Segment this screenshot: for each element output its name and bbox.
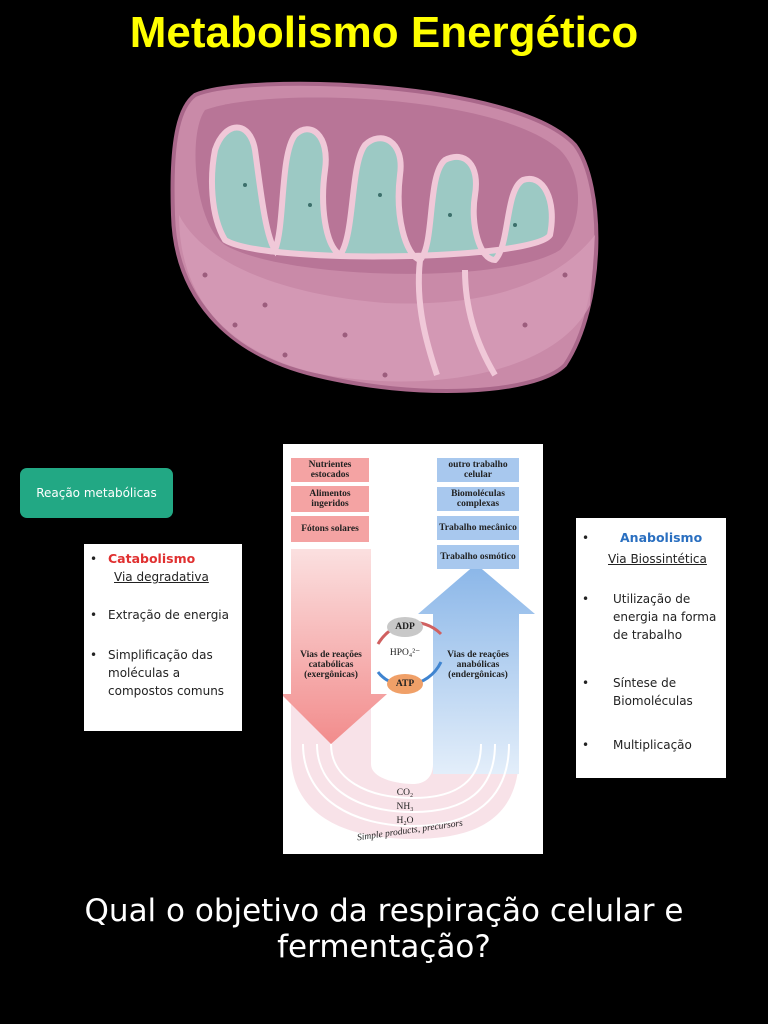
- metabolic-reactions-button[interactable]: Reação metabólicas: [20, 468, 173, 518]
- right-box: Biomoléculas complexas: [437, 487, 519, 511]
- page-title: Metabolismo Energético: [129, 8, 639, 57]
- catabolism-item: Extração de energia: [84, 606, 242, 624]
- adp-label: ADP: [395, 622, 415, 632]
- left-box: Nutrientes estocados: [291, 458, 369, 482]
- metabolic-reactions-label: Reação metabólicas: [36, 486, 157, 500]
- anabolism-heading: Anabolismo: [620, 530, 703, 545]
- metabolism-diagram: Nutrientes estocados Alimentos ingeridos…: [283, 444, 543, 854]
- atp-label: ATP: [395, 679, 415, 689]
- anabolism-card: Anabolismo Via Biossintética Utilização …: [576, 518, 726, 778]
- catabolism-heading-item: Catabolismo: [84, 550, 242, 568]
- right-box: outro trabalho celular: [437, 458, 519, 482]
- right-box: Trabalho osmótico: [437, 545, 519, 569]
- catabolism-heading: Catabolismo: [108, 551, 196, 566]
- product-nh3: NH₃: [396, 802, 414, 812]
- anabolism-item: Síntese de Biomoléculas: [576, 674, 726, 710]
- anabolism-heading-item: Anabolismo: [576, 529, 726, 547]
- product-co2: CO₂: [396, 788, 414, 798]
- product-h2o: H₂O: [396, 816, 414, 826]
- right-box: Trabalho mecânico: [437, 516, 519, 540]
- anabolism-item: Multiplicação: [576, 736, 726, 754]
- phosphate-label: HPO₄²⁻: [389, 648, 421, 658]
- anabolic-pathway-label: Vias de reações anabólicas (endergônicas…: [447, 650, 509, 680]
- atp-oval: [387, 674, 423, 694]
- catabolic-pathway-label: Vias de reações catabólicas (exergônicas…: [300, 650, 362, 680]
- catabolism-subtitle: Via degradativa: [114, 570, 209, 584]
- catabolism-card: Catabolismo Via degradativa Extração de …: [84, 544, 242, 731]
- anabolism-item: Utilização de energia na forma de trabal…: [576, 590, 726, 644]
- left-box: Alimentos ingeridos: [291, 486, 369, 512]
- adp-oval: [387, 617, 423, 637]
- catabolism-item: Simplificação das moléculas a compostos …: [84, 646, 242, 700]
- mitochondrion-illustration: [170, 81, 599, 393]
- left-box: Fótons solares: [291, 516, 369, 542]
- metabolism-diagram-graphic: [283, 549, 535, 839]
- anabolism-subtitle: Via Biossintética: [608, 552, 707, 566]
- question-text: Qual o objetivo da respiração celular e …: [84, 893, 684, 965]
